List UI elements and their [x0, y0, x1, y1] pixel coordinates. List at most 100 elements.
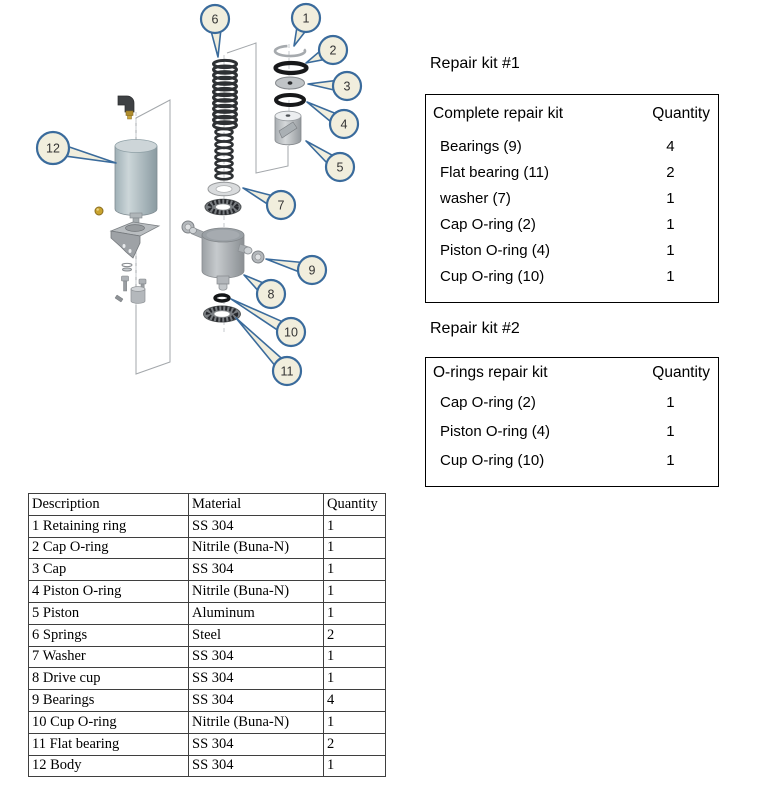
part-material: Nitrile (Buna-N) [188, 710, 324, 734]
callout-4-number: 4 [341, 117, 348, 131]
part-cup-oring [213, 293, 231, 303]
parts-header-material: Material [188, 493, 324, 516]
parts-list-table: Description Material Quantity 1 Retainin… [28, 493, 386, 778]
part-mounting-hardware [114, 262, 147, 304]
table-row: 1 Retaining ring SS 304 1 [28, 514, 386, 538]
table-row: 11 Flat bearing SS 304 2 [28, 732, 386, 756]
kit1-header-name: Complete repair kit [433, 105, 564, 122]
callout-8: 8 [255, 278, 287, 310]
part-quantity: 1 [323, 558, 386, 582]
table-row: Cup O-ring (10) 1 [426, 263, 718, 289]
part-description: 6 Springs [28, 623, 189, 647]
callout-2-number: 2 [330, 43, 337, 57]
repair-kit-2-header: O-rings repair kit Quantity [426, 358, 718, 388]
kit2-header-qty: Quantity [652, 364, 710, 381]
callout-3-number: 3 [344, 79, 351, 93]
parts-header-description: Description [28, 493, 189, 516]
table-row: 5 Piston Aluminum 1 [28, 601, 386, 625]
part-material: Steel [188, 623, 324, 647]
part-material: SS 304 [188, 514, 324, 538]
part-material: SS 304 [188, 558, 324, 582]
part-description: 7 Washer [28, 645, 189, 669]
callout-6: 6 [199, 3, 231, 35]
callout-12: 12 [35, 130, 71, 166]
part-description: 4 Piston O-ring [28, 580, 189, 603]
part-drive-cup [189, 227, 253, 291]
kit2-item-qty: 1 [666, 452, 675, 469]
table-row: Cap O-ring (2) 1 [426, 388, 718, 417]
callout-7-number: 7 [278, 198, 285, 212]
table-row: washer (7) 1 [426, 185, 718, 211]
part-quantity: 2 [323, 623, 386, 647]
callout-12-number: 12 [46, 141, 60, 155]
part-description: 5 Piston [28, 601, 189, 625]
repair-kit-1-title: Repair kit #1 [430, 55, 520, 72]
part-description: 1 Retaining ring [28, 514, 189, 538]
part-material: SS 304 [188, 645, 324, 669]
repair-kit-2-title: Repair kit #2 [430, 320, 520, 337]
repair-kit-2-table: O-rings repair kit Quantity Cap O-ring (… [425, 357, 719, 487]
part-material: SS 304 [188, 667, 324, 691]
kit1-item-name: Piston O-ring (4) [440, 241, 551, 259]
part-brass-ball [94, 206, 104, 216]
part-description: 2 Cap O-ring [28, 536, 189, 560]
part-quantity: 4 [323, 689, 386, 712]
part-cap-oring [273, 60, 309, 76]
part-piston [274, 110, 302, 146]
callout-9-number: 9 [309, 263, 316, 277]
part-spring [212, 58, 238, 181]
kit1-item-qty: 1 [666, 189, 675, 207]
part-description: 3 Cap [28, 558, 189, 582]
table-row: 6 Springs Steel 2 [28, 623, 386, 647]
callout-11: 11 [271, 355, 303, 387]
part-material: Aluminum [188, 601, 324, 625]
part-quantity: 1 [323, 580, 386, 603]
part-bearing-left [181, 220, 195, 234]
kit1-item-qty: 1 [666, 215, 675, 233]
kit1-item-qty: 2 [666, 163, 675, 181]
kit1-item-qty: 1 [666, 241, 675, 259]
part-flat-bearing-bottom [203, 305, 241, 323]
table-row: Cap O-ring (2) 1 [426, 211, 718, 237]
table-row: 7 Washer SS 304 1 [28, 645, 386, 669]
table-row: Flat bearing (11) 2 [426, 159, 718, 185]
callout-9: 9 [296, 254, 328, 286]
kit2-header-name: O-rings repair kit [433, 364, 548, 381]
part-description: 9 Bearings [28, 689, 189, 712]
exploded-view-diagram: 6 1 2 3 4 5 12 [35, 2, 363, 387]
part-material: SS 304 [188, 689, 324, 712]
part-description: 10 Cup O-ring [28, 710, 189, 734]
part-quantity: 1 [323, 601, 386, 625]
kit2-item-name: Cap O-ring (2) [440, 394, 536, 411]
part-flat-bearing-top [204, 198, 242, 216]
callout-7: 7 [265, 189, 297, 221]
repair-kit-1-header: Complete repair kit Quantity [426, 95, 718, 133]
kit1-item-name: Bearings (9) [440, 137, 522, 155]
part-quantity: 1 [323, 514, 386, 538]
part-quantity: 1 [323, 536, 386, 560]
callout-6-number: 6 [212, 12, 219, 26]
kit1-item-name: washer (7) [440, 189, 511, 207]
callout-10-number: 10 [284, 325, 298, 339]
kit2-item-name: Cup O-ring (10) [440, 452, 545, 469]
part-material: Nitrile (Buna-N) [188, 580, 324, 603]
part-elbow-fitting [117, 95, 135, 120]
table-row: 4 Piston O-ring Nitrile (Buna-N) 1 [28, 580, 386, 603]
callout-4: 4 [328, 108, 360, 140]
part-description: 12 Body [28, 754, 189, 778]
part-description: 8 Drive cup [28, 667, 189, 691]
repair-kit-1-table: Complete repair kit Quantity Bearings (9… [425, 94, 719, 303]
callout-11-number: 11 [281, 364, 294, 378]
callout-5-number: 5 [337, 160, 344, 174]
kit2-item-name: Piston O-ring (4) [440, 423, 551, 440]
table-row: 8 Drive cup SS 304 1 [28, 667, 386, 691]
part-bracket [109, 221, 161, 259]
kit1-header-qty: Quantity [652, 105, 710, 122]
part-quantity: 1 [323, 754, 386, 778]
kit2-item-qty: 1 [666, 423, 675, 440]
part-quantity: 1 [323, 710, 386, 734]
callouts: 6 1 2 3 4 5 12 [35, 2, 363, 387]
part-material: Nitrile (Buna-N) [188, 536, 324, 560]
part-washer [207, 181, 241, 197]
